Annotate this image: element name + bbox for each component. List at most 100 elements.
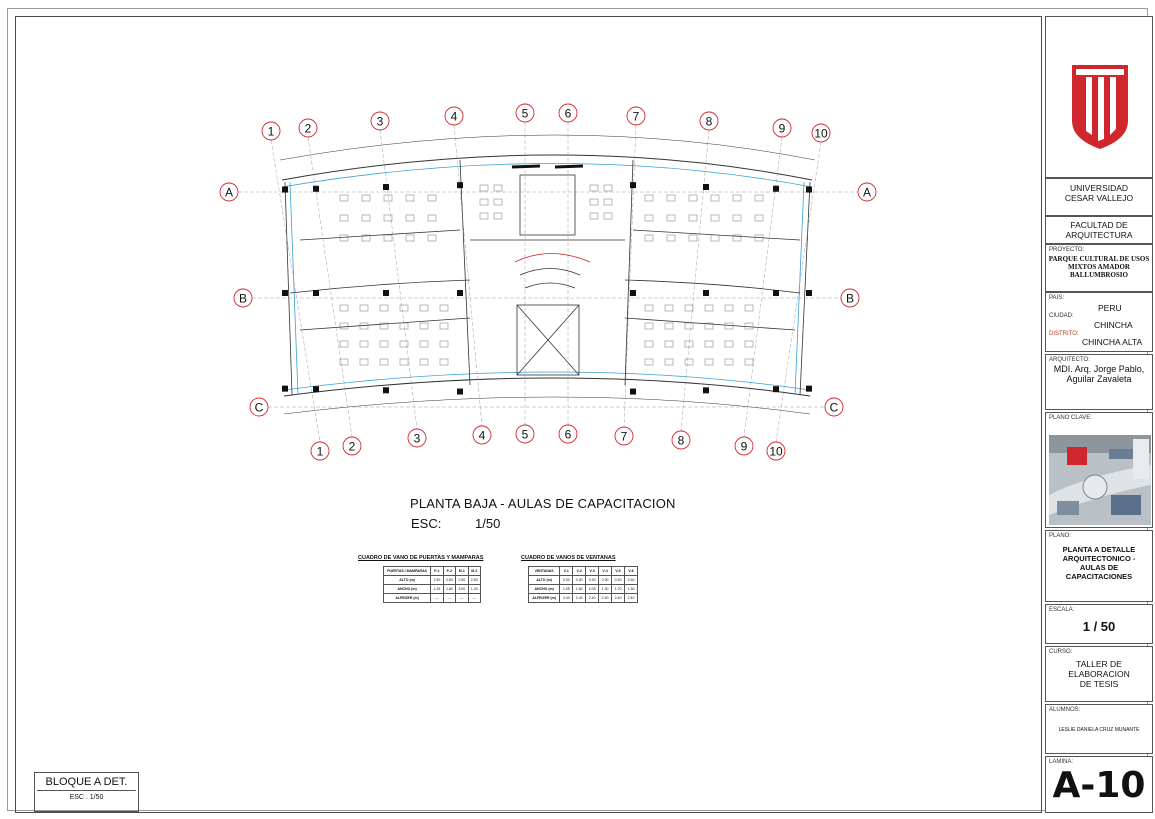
faculty-box: FACULTAD DE ARQUITECTURA [1045,216,1153,244]
structural-column [282,385,288,392]
project-label: PROYECTO: [1049,247,1085,253]
svg-text:4: 4 [479,429,486,443]
classroom-desk [644,214,654,222]
classroom-desk [704,358,714,366]
grid-axis-line [453,124,483,427]
structural-column [773,185,779,192]
structural-column [313,185,319,192]
classroom-desk [644,304,654,312]
classroom-desk [704,340,714,348]
axis-bubble-bottom-1: 1 [310,441,330,461]
university-logo [1072,65,1128,149]
classroom-desk [439,358,449,366]
doors-schedule-cell: --- [467,593,482,603]
grid-axis-line [379,129,418,430]
windows-schedule-cell: 2.40 [611,593,625,603]
classroom-desk [339,358,349,366]
scale-box: ESCALA: 1 / 50 [1045,604,1153,644]
svg-text:1: 1 [268,125,275,139]
doors-schedule-cell: ALFEIZER (m) [382,593,432,603]
title-block: UNIVERSIDAD CESAR VALLEJO FACULTAD DE AR… [1045,16,1155,813]
doors-schedule-cell: P-2 [442,566,457,576]
axis-bubble-bottom-10: 10 [766,441,786,461]
classroom-desk [684,340,694,348]
classroom-desk [744,304,754,312]
windows-schedule-cell: 0.30 [585,575,600,585]
block-label-box: BLOQUE A DET. ESC . 1/50 [34,772,139,812]
axis-bubble-top-8: 8 [699,111,719,131]
doors-schedule-cell: 2.50 [442,575,457,585]
windows-schedule-cell: 2.05 [585,584,600,594]
svg-text:2: 2 [349,440,356,454]
structural-column [313,386,319,393]
axis-bubble-bottom-4: 4 [472,425,492,445]
structural-column [773,386,779,393]
doors-schedule-cell: 1.60 [442,584,457,594]
structural-column [383,184,389,191]
structural-column [630,182,636,189]
university-name: UNIVERSIDAD CESAR VALLEJO [1064,183,1134,203]
axis-bubble-top-1: 1 [261,121,281,141]
windows-schedule-cell: 2.40 [572,593,587,603]
classroom-desk [688,234,698,242]
svg-text:3: 3 [414,432,421,446]
windows-schedule-cell: 1.60 [572,584,587,594]
windows-schedule-cell: 1.05 [559,584,574,594]
classroom-desk [399,340,409,348]
classroom-desk [724,322,734,330]
structural-column [457,182,463,189]
classroom-desk [664,358,674,366]
structural-column [773,290,779,296]
classroom-desk [666,214,676,222]
classroom-desk [339,194,349,202]
project-name: PARQUE CULTURAL DE USOS MIXTOS AMADOR BA… [1048,255,1150,279]
doors-schedule-cell: 2.50 [467,575,482,585]
student-name: LESLIE DANIELA CRUZ MUNANTE [1058,727,1140,733]
classroom-desk [399,322,409,330]
windows-schedule-cell: ALFEIZER (m) [527,593,561,603]
classroom-desk [339,214,349,222]
location-box: PAIS: PERU CIUDAD: CHINCHA DISTRITO: CHI… [1045,292,1153,352]
classroom-desk [383,214,393,222]
classroom-desk [744,358,754,366]
svg-text:4: 4 [451,110,458,124]
grid-axis-line [623,124,637,428]
plan-scale-label: ESC: [411,516,442,531]
classroom-desk [419,304,429,312]
plan-name: PLANTA A DETALLE ARQUITECTONICO - AULAS … [1062,545,1136,581]
svg-text:A: A [225,186,233,200]
svg-text:B: B [239,292,247,306]
classroom-desk [664,322,674,330]
classroom-desk [644,358,654,366]
classroom-desk [379,322,389,330]
office-desk [589,212,599,220]
doors-schedule-cell: 1.30 [467,584,482,594]
svg-text:1: 1 [317,445,324,459]
office-desk [493,212,503,220]
classroom-desk [724,304,734,312]
plan-scale-value: 1/50 [475,516,501,531]
axis-bubble-left-A: A [219,182,239,202]
classroom-desk [754,234,764,242]
doors-schedule-cell: PUERTAS / MAMPARAS [382,566,432,576]
structural-column [282,290,288,296]
classroom-desk [359,358,369,366]
classroom-desk [724,358,734,366]
drawing-frame [15,16,1042,813]
classroom-desk [666,234,676,242]
office-desk [603,184,613,192]
axis-bubble-bottom-8: 8 [671,430,691,450]
plan-title: PLANTA BAJA - AULAS DE CAPACITACION [410,496,676,511]
svg-text:9: 9 [779,122,786,136]
classroom-desk [439,304,449,312]
grid-axis-line [680,129,710,432]
windows-schedule-title: CUADRO DE VANOS DE VENTANAS [521,555,616,561]
svg-text:7: 7 [633,110,640,124]
axis-bubble-right-A: A [857,182,877,202]
svg-text:8: 8 [706,115,713,129]
windows-schedule-cell: 2.40 [623,593,639,603]
classroom-desk [379,304,389,312]
